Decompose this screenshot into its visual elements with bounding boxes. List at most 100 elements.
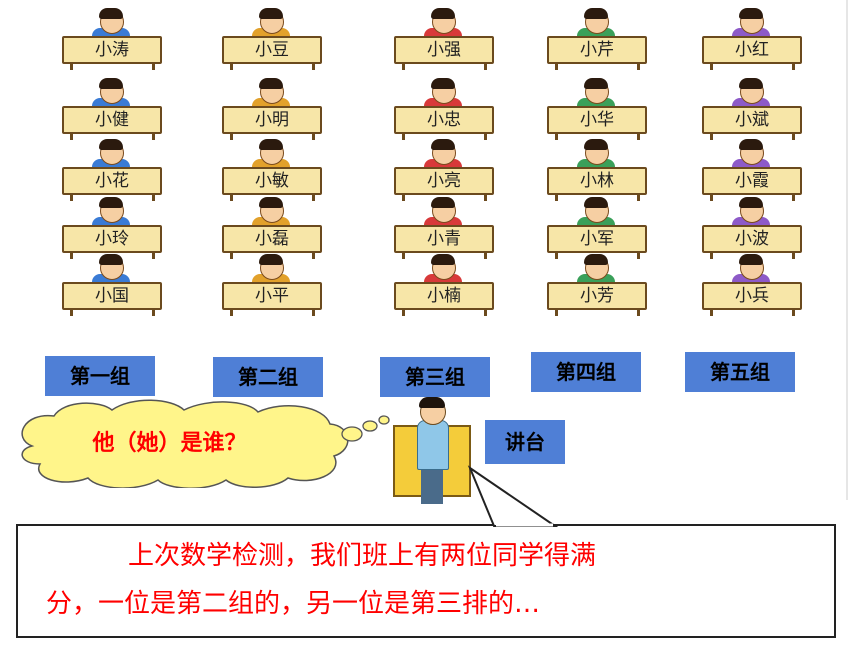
student-hair: [584, 139, 608, 150]
student-desk: [394, 167, 494, 195]
student-seat: 小芳: [545, 254, 655, 316]
desk-leg: [637, 251, 640, 259]
desk-leg: [312, 193, 315, 201]
desk-leg: [710, 193, 713, 201]
student-seat: 小华: [545, 78, 655, 140]
thought-bubble-text: 他（她）是谁？: [92, 431, 247, 456]
desk-leg: [230, 251, 233, 259]
student-seat: 小芹: [545, 8, 655, 70]
student-name: 小敏: [255, 171, 289, 191]
desk-leg: [230, 132, 233, 140]
student-name: 小芹: [580, 40, 614, 60]
student-name: 小亮: [427, 171, 461, 191]
desk-leg: [710, 308, 713, 316]
student-seat: 小健: [60, 78, 170, 140]
student-name: 小红: [735, 40, 769, 60]
desk-leg: [70, 62, 73, 70]
group-column-4: 小芹小华小林小军小芳: [545, 8, 655, 330]
student-seat: 小亮: [392, 139, 502, 201]
student-seat: 小波: [700, 197, 810, 259]
desk-leg: [312, 308, 315, 316]
student-desk: [62, 225, 162, 253]
desk-leg: [637, 308, 640, 316]
speech-text: 上次数学检测，我们班上有两位同学得满 分，一位是第二组的，另一位是第三排的…: [46, 532, 826, 628]
student-desk: [62, 36, 162, 64]
desk-leg: [710, 251, 713, 259]
student-name: 小明: [255, 110, 289, 130]
student-hair: [584, 254, 608, 265]
student-desk: [547, 36, 647, 64]
student-name: 小涛: [95, 40, 129, 60]
student-name: 小磊: [255, 229, 289, 249]
student-name: 小平: [255, 286, 289, 306]
student-desk: [394, 225, 494, 253]
desk-leg: [152, 132, 155, 140]
student-hair: [431, 78, 455, 89]
desk-leg: [484, 62, 487, 70]
student-hair: [99, 78, 123, 89]
student-seat: 小玲: [60, 197, 170, 259]
desk-leg: [230, 308, 233, 316]
desk-leg: [792, 251, 795, 259]
student-name: 小强: [427, 40, 461, 60]
student-desk: [222, 282, 322, 310]
group-label-2: 第二组: [213, 357, 323, 397]
cloud-shape: [21, 399, 349, 488]
student-hair: [99, 139, 123, 150]
desk-leg: [555, 132, 558, 140]
student-name: 小霞: [735, 171, 769, 191]
desk-leg: [555, 62, 558, 70]
student-hair: [99, 197, 123, 208]
group-label-1: 第一组: [45, 356, 155, 396]
cloud-dot-3: [378, 415, 390, 425]
desk-leg: [710, 132, 713, 140]
student-hair: [259, 254, 283, 265]
student-hair: [259, 8, 283, 19]
student-hair: [431, 197, 455, 208]
desk-leg: [637, 193, 640, 201]
student-name: 小兵: [735, 286, 769, 306]
student-hair: [739, 8, 763, 19]
student-seat: 小军: [545, 197, 655, 259]
desk-leg: [792, 308, 795, 316]
desk-leg: [152, 251, 155, 259]
student-name: 小豆: [255, 40, 289, 60]
student-desk: [702, 282, 802, 310]
student-seat: 小平: [220, 254, 330, 316]
cloud-dot-2: [362, 420, 378, 432]
desk-leg: [402, 251, 405, 259]
student-hair: [739, 197, 763, 208]
student-hair: [584, 78, 608, 89]
student-desk: [547, 106, 647, 134]
group-column-2: 小豆小明小敏小磊小平: [220, 8, 330, 330]
desk-leg: [152, 308, 155, 316]
slide-edge-line: [846, 0, 848, 500]
student-desk: [702, 36, 802, 64]
student-name: 小波: [735, 229, 769, 249]
cloud-dot-1: [341, 426, 363, 442]
desk-leg: [402, 62, 405, 70]
desk-leg: [70, 251, 73, 259]
student-seat: 小花: [60, 139, 170, 201]
desk-leg: [402, 308, 405, 316]
student-hair: [431, 254, 455, 265]
student-desk: [222, 167, 322, 195]
thought-cloud: [21, 399, 390, 488]
student-desk: [702, 106, 802, 134]
student-hair: [431, 139, 455, 150]
student-seat: 小忠: [392, 78, 502, 140]
group-label-4: 第四组: [531, 352, 641, 392]
student-desk: [62, 167, 162, 195]
student-seat: 小兵: [700, 254, 810, 316]
speech-line-1-text: 上次数学检测，我们班上有两位同学得满: [128, 541, 597, 571]
student-hair: [739, 78, 763, 89]
desk-leg: [152, 193, 155, 201]
speech-line-2: 分，一位是第二组的，另一位是第三排的…: [46, 589, 541, 619]
student-desk: [62, 106, 162, 134]
desk-leg: [637, 132, 640, 140]
student-desk: [702, 167, 802, 195]
desk-leg: [555, 308, 558, 316]
student-desk: [547, 282, 647, 310]
desk-leg: [70, 308, 73, 316]
student-name: 小花: [95, 171, 129, 191]
